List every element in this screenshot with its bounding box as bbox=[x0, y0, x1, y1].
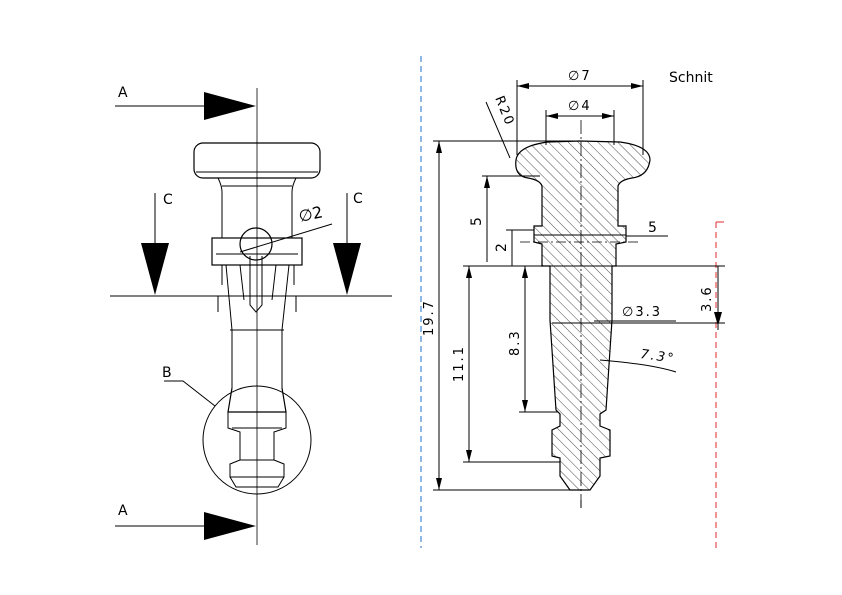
left-view: A A C C B ∅2 bbox=[110, 85, 392, 545]
detail-b-circle bbox=[202, 385, 312, 495]
r20-leader bbox=[485, 101, 511, 159]
label-a-top: A bbox=[118, 85, 128, 101]
shank-right bbox=[281, 264, 290, 388]
shank-left bbox=[225, 264, 233, 388]
shank-inner-right bbox=[271, 264, 277, 301]
shank-inner-left bbox=[239, 264, 245, 301]
knob-head bbox=[193, 142, 321, 179]
right-view: Schnit ∅7 ∅4 R20 5 2 5 19.7 11.1 8.3 3.6… bbox=[422, 69, 725, 510]
dim-dia-7: ∅7 bbox=[568, 69, 592, 84]
label-c-left: C bbox=[163, 192, 173, 208]
section-a-bottom-arrow bbox=[204, 512, 256, 540]
dim-angle-7-3: 7.3° bbox=[639, 347, 676, 367]
knob-neck bbox=[217, 177, 297, 238]
pin-circle bbox=[239, 227, 273, 261]
dim-dia-3-3: ∅3.3 bbox=[622, 305, 662, 320]
dim-dia-4: ∅4 bbox=[568, 99, 592, 114]
dim-3-6: 3.6 bbox=[700, 285, 715, 312]
shank-ticks bbox=[217, 265, 297, 312]
angle-7-3-arc bbox=[599, 359, 677, 373]
section-c-right-arrow bbox=[333, 243, 361, 295]
label-c-right: C bbox=[353, 191, 363, 207]
dim-2: 2 bbox=[494, 243, 510, 252]
tip-body bbox=[227, 412, 287, 488]
detail-b-leader bbox=[164, 380, 216, 407]
section-c-left-arrow bbox=[141, 243, 169, 295]
collar bbox=[211, 237, 303, 266]
dim-arrows bbox=[436, 83, 643, 490]
section-body bbox=[515, 140, 651, 491]
dim-5-right: 5 bbox=[648, 220, 657, 236]
dia2-leader bbox=[239, 223, 333, 253]
dim-8-3: 8.3 bbox=[508, 329, 523, 356]
label-dia-2: ∅2 bbox=[297, 202, 325, 226]
dim-5-upper: 5 bbox=[469, 217, 485, 226]
label-b: B bbox=[162, 365, 172, 381]
pin bbox=[249, 256, 263, 313]
dim-19-7: 19.7 bbox=[422, 299, 437, 336]
label-a-bottom: A bbox=[118, 503, 128, 519]
dim-11-1: 11.1 bbox=[452, 345, 467, 382]
tip-outline bbox=[227, 387, 287, 413]
dim-3-6-arrow bbox=[714, 312, 722, 326]
section-a-top-arrow bbox=[204, 92, 256, 120]
section-title: Schnit bbox=[669, 70, 713, 86]
